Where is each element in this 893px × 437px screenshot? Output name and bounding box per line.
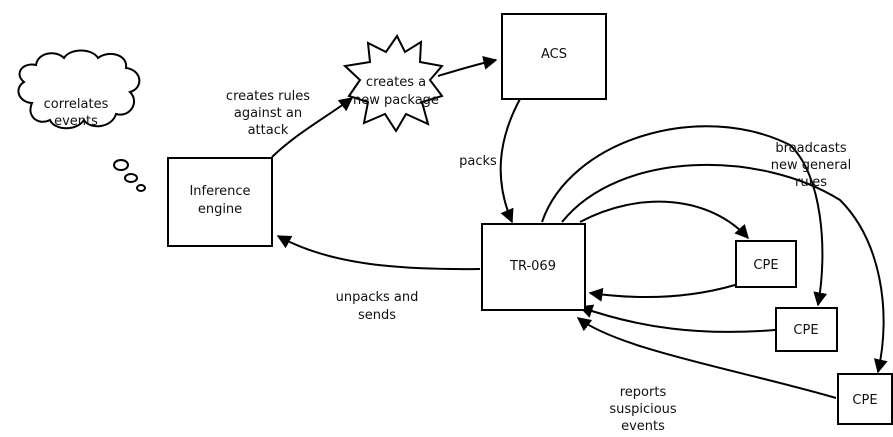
cloud-bubble-2 [124,173,138,183]
cpe-node-3: CPE [837,373,893,425]
cloud-text-2: events [54,114,98,129]
label-creates-rules-2: against an [234,106,302,121]
cpe-text-1: CPE [753,258,778,273]
package-star-text-1: creates a [366,75,426,90]
inference-engine-box [167,157,273,247]
label-unpacks-1: unpacks and [336,290,419,305]
thought-cloud: correlates events [17,49,146,192]
cpe-text-2: CPE [793,323,818,338]
label-reports-1: reports [620,385,667,400]
edge-package-to-acs [437,55,498,77]
edge-labels: creates rules against an attack packs br… [226,89,851,434]
label-broadcasts-1: broadcasts [775,141,846,156]
edge-cpe1-to-tr069 [588,284,736,302]
inference-engine-text-1: Inference [189,184,250,199]
edge-cpe2-to-tr069 [578,304,776,333]
label-broadcasts-2: new general [771,158,851,173]
edge-cpe3-to-tr069 [576,317,837,399]
package-star-text-2: new package [353,93,439,108]
edge-acs-to-tr069 [499,98,521,224]
label-packs: packs [459,154,497,169]
cpe-node-2: CPE [775,307,838,352]
tr069-box [481,223,586,311]
cloud-bubble-1 [113,159,129,171]
inference-engine-text-2: engine [198,202,242,217]
label-unpacks-2: sends [358,308,396,323]
acs-box [501,13,607,100]
label-creates-rules-1: creates rules [226,89,310,104]
acs-node: ACS [501,13,607,100]
cloud-bubble-3 [136,184,146,192]
edge-tr069-to-cpe2 [541,125,828,307]
label-broadcasts-3: rules [795,175,827,190]
cloud-text-1: correlates [44,97,109,112]
package-star-shape [342,34,444,133]
cloud-shape [17,49,141,130]
edge-inference-to-package [271,97,354,158]
label-reports-3: events [621,419,665,434]
edges [271,55,888,399]
edge-tr069-to-cpe1 [579,200,749,240]
label-reports-2: suspicious [609,402,677,417]
cpe-text-3: CPE [852,393,877,408]
acs-text: ACS [541,47,567,62]
cpe-node-1: CPE [735,240,797,288]
cpe-box-3 [837,373,893,425]
tr069-text: TR-069 [509,259,556,274]
package-star-node: creates a new package [342,34,444,133]
tr069-node: TR-069 [481,223,586,311]
cpe-box-1 [735,240,797,288]
edge-tr069-to-inference [276,235,481,271]
label-creates-rules-3: attack [248,123,289,138]
inference-engine-node: Inference engine [167,157,273,247]
cpe-box-2 [775,307,838,352]
edge-tr069-to-cpe3 [561,163,888,374]
